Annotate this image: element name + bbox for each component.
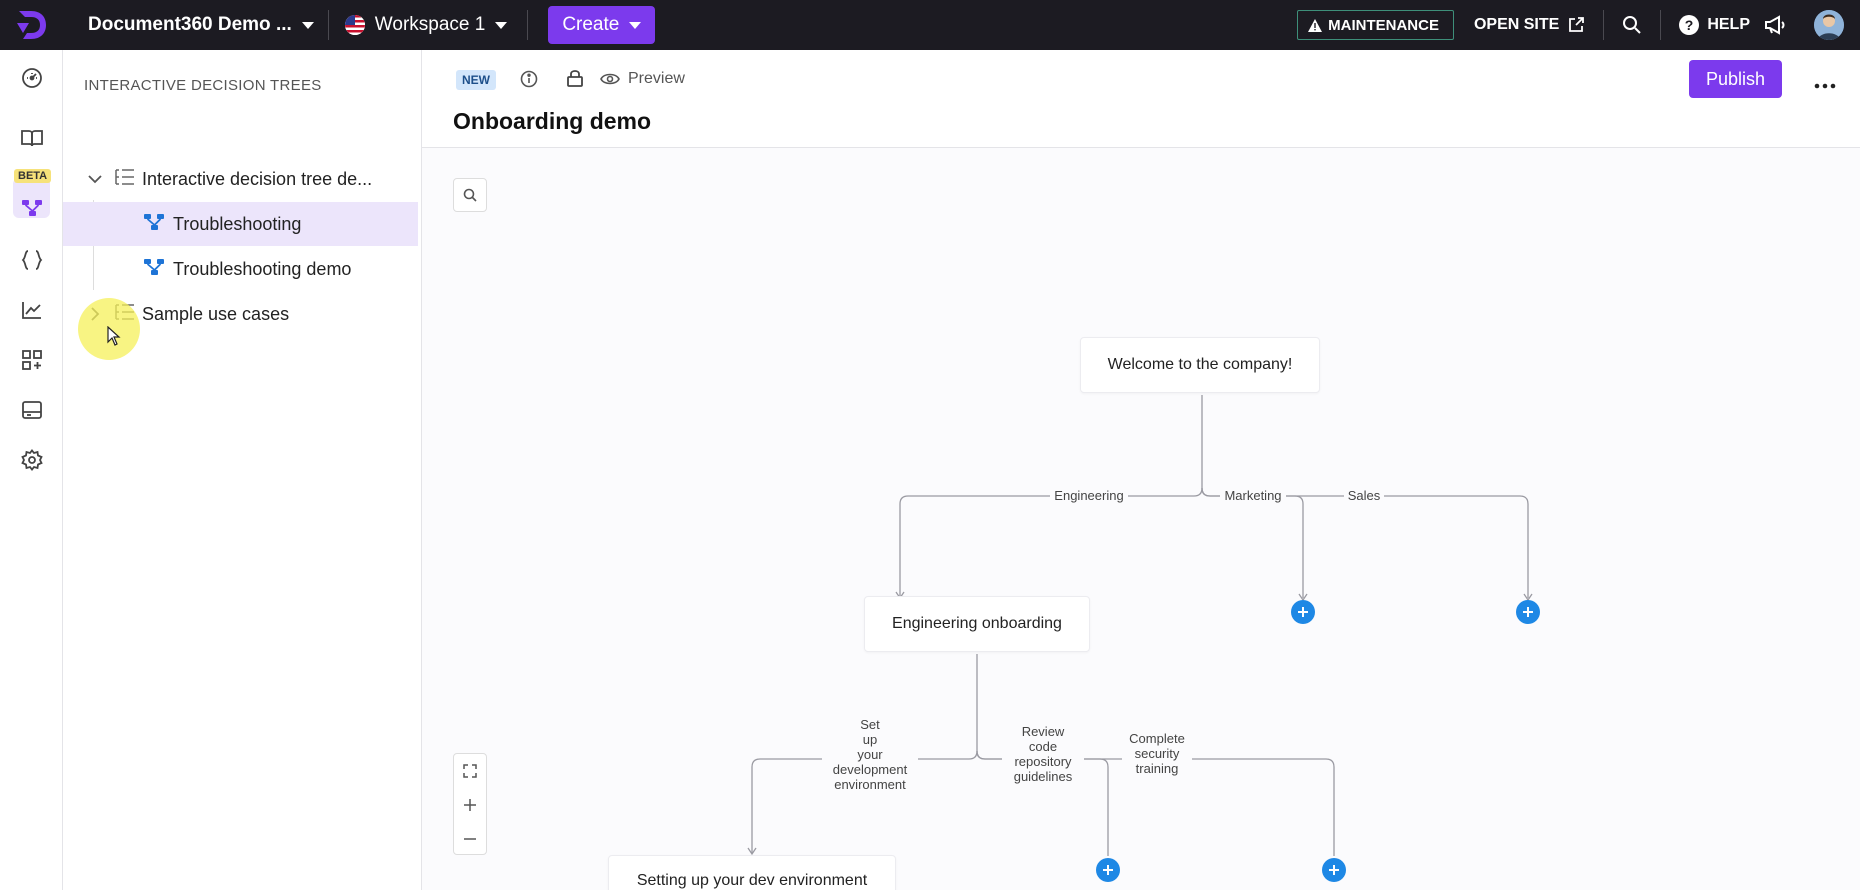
flow-node-label: Setting up your dev environment — [636, 872, 868, 889]
flow-node-root[interactable]: Welcome to the company! — [1080, 337, 1320, 393]
flow-node-label: Engineering onboarding — [892, 615, 1062, 632]
page-title: Onboarding demo — [453, 108, 652, 134]
api-docs-icon[interactable] — [0, 240, 63, 280]
decision-tree-icon — [143, 213, 165, 236]
edge-label-review-code: Review code repository guidelines — [1002, 724, 1084, 784]
divider — [1660, 10, 1662, 40]
edge-label-marketing: Marketing — [1220, 488, 1286, 503]
preview-button[interactable]: Preview — [600, 70, 685, 88]
main-area: NEW Preview Onboarding demo Publish — [422, 50, 1860, 890]
analytics-icon[interactable] — [0, 290, 63, 330]
maintenance-label: MAINTENANCE — [1328, 16, 1439, 34]
tree-item-troubleshooting[interactable]: Troubleshooting — [63, 202, 418, 246]
search-icon — [463, 188, 477, 202]
folder-list-icon — [114, 168, 136, 191]
add-node-marketing-button[interactable] — [1291, 600, 1315, 624]
fit-view-icon[interactable] — [454, 754, 486, 788]
eye-icon — [600, 73, 620, 85]
zoom-controls — [453, 753, 487, 855]
workspace-name: Workspace 1 — [374, 14, 486, 35]
avatar[interactable] — [1814, 10, 1844, 40]
plus-icon — [1523, 607, 1533, 617]
decision-tree-icon[interactable] — [0, 188, 63, 228]
zoom-out-icon[interactable] — [454, 822, 486, 856]
edge-label-sales: Sales — [1344, 488, 1384, 503]
warning-icon — [1308, 18, 1323, 32]
integrations-icon[interactable] — [0, 340, 63, 380]
create-button[interactable]: Create — [548, 6, 656, 44]
sidebar-section-title: INTERACTIVE DECISION TREES — [84, 77, 322, 94]
divider — [1603, 10, 1605, 40]
edge-label-security: Complete security training — [1122, 731, 1192, 776]
plus-icon — [1329, 865, 1339, 875]
flow-node-engineering[interactable]: Engineering onboarding — [864, 596, 1090, 652]
beta-badge: BETA — [14, 169, 52, 183]
open-site-label: OPEN SITE — [1473, 16, 1560, 33]
info-icon[interactable] — [520, 70, 538, 93]
publish-button[interactable]: Publish — [1689, 60, 1782, 98]
top-bar-actions: MAINTENANCE OPEN SITE ? HELP — [1297, 0, 1860, 50]
help-label: HELP — [1707, 16, 1750, 33]
tree-item-label: Troubleshooting — [173, 213, 302, 234]
preview-label: Preview — [628, 70, 685, 87]
edge-label-engineering: Engineering — [1050, 488, 1128, 503]
tree-item-label: Troubleshooting demo — [173, 258, 352, 279]
external-link-icon — [1569, 17, 1585, 32]
dashboard-icon[interactable] — [0, 58, 63, 98]
flow-canvas[interactable]: Welcome to the company! Engineering onbo… — [422, 148, 1860, 890]
status-badge: NEW — [456, 70, 496, 90]
chevron-down-icon[interactable] — [80, 174, 110, 184]
canvas-search-button[interactable] — [453, 178, 487, 212]
tree-item-troubleshooting-demo[interactable]: Troubleshooting demo — [63, 247, 418, 291]
edge-security — [976, 750, 1335, 856]
flow-node-label: Welcome to the company! — [1107, 356, 1293, 373]
open-site-link[interactable]: OPEN SITE — [1474, 16, 1585, 34]
maintenance-badge[interactable]: MAINTENANCE — [1297, 10, 1454, 40]
project-name: Document360 Demo ... — [88, 14, 292, 35]
edge-marketing — [1201, 487, 1304, 598]
top-bar: Document360 Demo ... Workspace 1 Create … — [0, 0, 1860, 50]
zoom-in-icon[interactable] — [454, 788, 486, 822]
divider — [527, 10, 529, 40]
decision-tree-sidebar: INTERACTIVE DECISION TREES Interactive d… — [63, 50, 422, 890]
create-label: Create — [562, 14, 620, 35]
tree-folder-interactive-decision-tree[interactable]: Interactive decision tree de... — [63, 157, 418, 201]
plus-icon — [1298, 607, 1308, 617]
widget-icon[interactable] — [0, 390, 63, 430]
document-header: NEW Preview Onboarding demo Publish — [422, 50, 1860, 148]
chevron-down-icon — [629, 21, 642, 29]
lock-icon[interactable] — [566, 68, 584, 93]
knowledge-base-icon[interactable] — [0, 118, 63, 158]
search-icon[interactable] — [1622, 15, 1642, 35]
flow-edges — [747, 395, 1533, 856]
document360-logo-icon[interactable] — [0, 0, 64, 50]
edge-label-setup-dev: Set up your development environment — [822, 717, 918, 792]
flow-node-dev-env[interactable]: Setting up your dev environment — [608, 855, 896, 890]
svg-text:?: ? — [1685, 17, 1694, 33]
help-icon: ? — [1679, 15, 1700, 35]
edge-sales — [1201, 487, 1529, 598]
nav-rail: BETA — [0, 50, 63, 890]
help-button[interactable]: ? HELP — [1679, 15, 1750, 35]
tree-item-label: Interactive decision tree de... — [142, 168, 373, 189]
add-node-sales-button[interactable] — [1516, 600, 1540, 624]
project-switcher[interactable]: Document360 Demo ... — [64, 0, 328, 50]
tree-item-label: Sample use cases — [142, 303, 290, 324]
decision-tree-icon — [143, 258, 165, 281]
plus-icon — [1103, 865, 1113, 875]
more-options-icon[interactable] — [1814, 68, 1836, 96]
settings-icon[interactable] — [0, 440, 63, 480]
mouse-cursor-icon — [107, 326, 121, 346]
chevron-down-icon — [301, 21, 314, 29]
megaphone-icon[interactable] — [1764, 15, 1786, 35]
us-flag-icon — [344, 15, 365, 35]
workspace-switcher[interactable]: Workspace 1 — [329, 14, 528, 36]
add-node-security-button[interactable] — [1322, 858, 1346, 882]
add-node-review-code-button[interactable] — [1096, 858, 1120, 882]
chevron-down-icon — [495, 21, 508, 29]
divider — [327, 10, 329, 40]
